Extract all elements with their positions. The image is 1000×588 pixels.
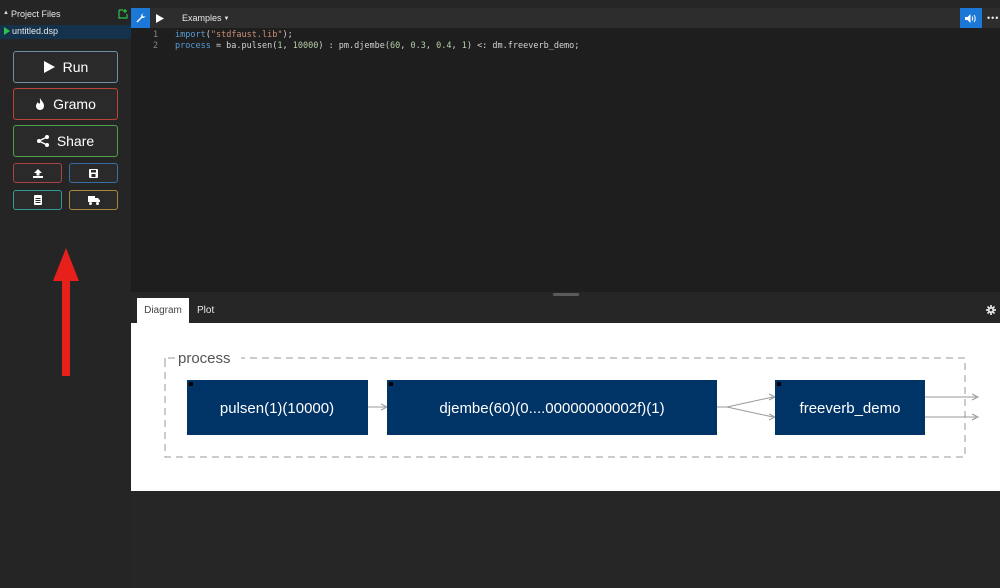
examples-dropdown[interactable]: Examples▼ [182, 13, 229, 23]
code-editor[interactable]: 1 import("stdfaust.lib"); 2 process = ba… [131, 28, 1000, 292]
tab-diagram[interactable]: Diagram [137, 298, 189, 323]
export-button[interactable] [69, 190, 118, 210]
sidebar: ▲ Project Files untitled.dsp Run Gramo [0, 0, 131, 588]
play-icon [43, 61, 55, 73]
block-label: djembe(60)(0....00000000002f)(1) [439, 400, 664, 417]
examples-label: Examples [182, 13, 222, 23]
split-wire [717, 393, 777, 421]
connection-wire [368, 403, 389, 411]
upload-button[interactable] [13, 163, 62, 183]
play-icon [156, 13, 164, 23]
gramo-label: Gramo [53, 96, 96, 112]
resize-grip[interactable] [553, 293, 579, 296]
share-label: Share [56, 133, 95, 149]
group-frame [164, 357, 966, 458]
tab-plot[interactable]: Plot [197, 305, 215, 316]
run-tab-button[interactable] [151, 8, 169, 28]
toolbar: Examples▼ ••• [131, 8, 1000, 28]
block-diagram[interactable]: process pulsen(1)(10000) djembe(60)(0...… [131, 323, 1000, 491]
code-line[interactable]: import("stdfaust.lib"); [175, 30, 293, 40]
diagram-svg: process pulsen(1)(10000) djembe(60)(0...… [164, 350, 980, 458]
share-icon [36, 135, 49, 147]
line-number: 1 [153, 30, 159, 40]
line-number: 2 [153, 41, 159, 51]
run-button[interactable]: Run [13, 51, 118, 83]
project-files-header[interactable]: ▲ Project Files [0, 8, 131, 22]
panel-tabs: Diagram Plot [131, 298, 1000, 323]
new-file-icon[interactable] [117, 8, 129, 20]
fire-icon [35, 98, 45, 110]
collapse-triangle-icon[interactable]: ▲ [3, 10, 9, 16]
truck-icon [87, 195, 100, 205]
settings-tab-button[interactable] [131, 8, 150, 28]
upload-icon [32, 168, 43, 178]
block-label: freeverb_demo [800, 400, 901, 417]
wrench-icon [136, 13, 145, 23]
group-label: process [178, 350, 231, 367]
file-name: untitled.dsp [12, 26, 59, 36]
document-button[interactable] [13, 190, 62, 210]
file-item-untitled[interactable]: untitled.dsp [0, 25, 131, 39]
output-wires [925, 393, 980, 421]
document-icon [33, 195, 42, 205]
save-icon [89, 168, 98, 178]
block-pulsen[interactable]: pulsen(1)(10000) [187, 380, 368, 435]
save-button[interactable] [69, 163, 118, 183]
more-icon[interactable]: ••• [987, 13, 1000, 23]
block-freeverb[interactable]: freeverb_demo [775, 380, 925, 435]
chevron-down-icon: ▼ [223, 16, 230, 22]
gramo-button[interactable]: Gramo [13, 88, 118, 120]
project-files-label: Project Files [11, 9, 61, 19]
run-label: Run [62, 59, 89, 75]
play-icon [4, 27, 10, 35]
block-label: pulsen(1)(10000) [220, 400, 334, 417]
volume-icon [965, 13, 976, 23]
audio-toggle-button[interactable] [960, 8, 982, 28]
block-djembe[interactable]: djembe(60)(0....00000000002f)(1) [387, 380, 717, 435]
annotation-arrow [53, 248, 79, 376]
gear-icon[interactable] [986, 305, 996, 315]
panel-resize-handle[interactable] [131, 292, 1000, 298]
code-line[interactable]: process = ba.pulsen(1, 10000) : pm.djemb… [175, 41, 580, 51]
share-button[interactable]: Share [13, 125, 118, 157]
